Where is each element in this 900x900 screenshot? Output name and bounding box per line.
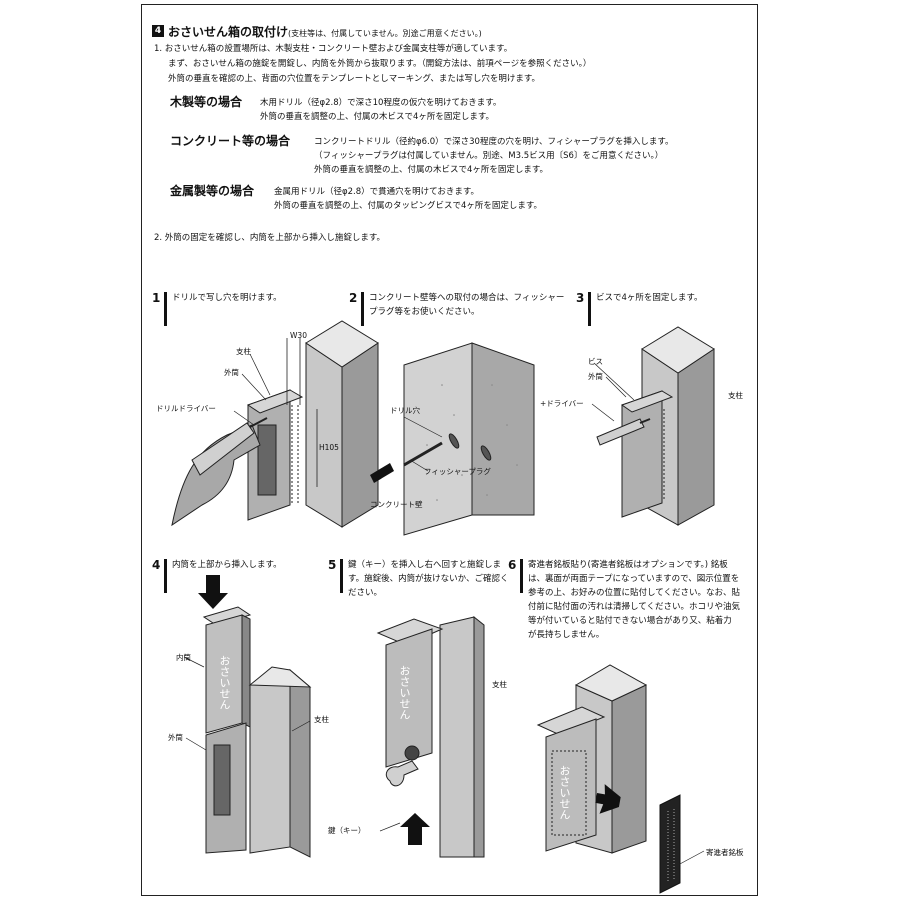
instruction-2: 2. 外筒の固定を確認し、内筒を上部から挿入し施錠します。	[154, 233, 385, 243]
step-3-label-screw: ビス	[588, 357, 603, 366]
step-5-label-key: 鍵（キー）	[328, 826, 366, 835]
keyhole	[404, 745, 420, 761]
step-2-illustration	[370, 342, 535, 536]
inner-lid	[202, 606, 252, 626]
step-3-label-post: 支柱	[728, 391, 743, 400]
hole-2	[480, 445, 492, 461]
intro-line-1: 1. おさいせん箱の設置場所は、木製支柱・コンクリート壁および金属支柱等が適して…	[154, 44, 513, 54]
section-title-text: おさいせん箱の取付け	[168, 25, 289, 39]
key	[385, 760, 419, 787]
step-3-bar	[588, 292, 591, 326]
step-1-label-w30: W30	[290, 331, 307, 340]
section-note: (支柱等は、付属していません。別途ご用意ください。)	[288, 29, 482, 38]
plug	[403, 441, 443, 467]
step-4-box-text: おさいせん	[218, 655, 231, 710]
step-5-text: 鍵（キー）を挿入し右へ回すと施錠します。施錠後、内筒が抜けないか、ご確認ください…	[348, 560, 509, 598]
step-1-label-drill: ドリルドライバー	[156, 404, 216, 413]
right-arrow	[595, 784, 621, 814]
concrete-line-3: 外筒の垂直を調整の上、付属の木ビスで4ヶ所を固定します。	[314, 165, 549, 175]
plate-position	[551, 750, 587, 836]
step-5-number: 5	[328, 558, 337, 572]
wood-line-1: 木用ドリル（径φ2.8）で深さ10程度の仮穴を明けておきます。	[260, 98, 502, 108]
step-4-label-inner: 内筒	[176, 653, 191, 662]
outer-box-window	[257, 424, 277, 496]
step-1-label-h105: H105	[319, 443, 339, 452]
down-arrow	[198, 575, 228, 609]
metal-line-1: 金属用ドリル（径φ2.8）で貫通穴を明けておきます。	[274, 187, 480, 197]
step-1-number: 1	[152, 291, 161, 305]
step-1-text: ドリルで写し穴を明けます。	[172, 293, 282, 303]
step-4-number: 4	[152, 558, 161, 572]
step-6-text: 寄進者銘板貼り(寄進者銘板はオプションです。) 銘板は、裏面が両面テープになって…	[528, 560, 740, 640]
concrete-heading: コンクリート等の場合	[170, 134, 291, 148]
step-1-bar	[164, 292, 167, 326]
arrow	[370, 463, 394, 483]
metal-line-2: 外筒の垂直を調整の上、付属のタッピングビスで4ヶ所を固定します。	[274, 201, 543, 211]
concrete-line-1: コンクリートドリル（径約φ6.0）で深さ30程度の穴を明け、フィシャープラグを挿…	[314, 137, 674, 147]
step-3-label-outer: 外筒	[588, 372, 603, 381]
step-6-label-plate: 寄進者銘板	[706, 848, 744, 857]
step-3-number: 3	[576, 291, 585, 305]
donor-plate	[659, 794, 681, 894]
step-3-illustration	[591, 326, 715, 526]
drill-body	[191, 422, 255, 476]
step-1-label-post: 支柱	[236, 347, 251, 356]
step-2-label-drill-hole: ドリル穴	[390, 406, 420, 415]
step-2-number: 2	[349, 291, 358, 305]
step-5-label-post: 支柱	[492, 680, 507, 689]
up-arrow	[400, 813, 430, 845]
intro-line-3: 外筒の垂直を確認の上、背面の穴位置をテンプレートとしマーキング、または写し穴を明…	[168, 74, 541, 84]
section-title: おさいせん箱の取付け(支柱等は、付属していません。別途ご用意ください。)	[168, 23, 482, 40]
step-1-illustration	[171, 320, 379, 528]
step-2-text: コンクリート壁等への取付の場合は、フィッシャープラグ等をお使いください。	[369, 293, 565, 317]
step-4-illustration	[183, 575, 312, 858]
concrete-line-2: （フィッシャープラグは付属していません。別途、M3.5ビス用〔S6〕をご用意くだ…	[314, 151, 664, 161]
step-3-text: ビスで4ヶ所を固定します。	[596, 293, 703, 303]
hole-1	[448, 433, 460, 449]
step-1-label-outer: 外筒	[224, 368, 239, 377]
step-2-bar	[361, 292, 364, 326]
post-top	[305, 320, 379, 368]
step-3-label-driver: +ドライバー	[540, 399, 584, 408]
step-4-bar	[164, 559, 167, 593]
section-number: 4	[152, 25, 164, 37]
outer-box-top	[246, 389, 304, 414]
wood-heading: 木製等の場合	[170, 95, 243, 109]
step6-box	[545, 718, 597, 852]
drill-bit	[249, 417, 268, 428]
step-6-number: 6	[508, 558, 517, 572]
step-2-label-wall: コンクリート壁	[370, 500, 423, 509]
intro-line-2: まず、おさいせん箱の施錠を開錠し、内筒を外筒から抜取ります。（開錠方法は、前項ペ…	[168, 59, 592, 69]
manual-page: 4 おさいせん箱の取付け(支柱等は、付属していません。別途ご用意ください。) 1…	[141, 4, 758, 896]
step-5-box-text: おさいせん	[398, 665, 411, 720]
step-4-label-post: 支柱	[314, 715, 329, 724]
step-6-box-text: おさいせん	[558, 765, 571, 820]
step-5-illustration	[376, 615, 485, 858]
step-5-bar	[340, 559, 343, 593]
step-4-text: 内筒を上部から挿入します。	[172, 560, 282, 570]
wall-side	[471, 342, 535, 516]
step-2-label-plug: フィッシャープラグ	[424, 467, 491, 476]
wall-texture	[426, 384, 518, 501]
screwdriver	[596, 418, 645, 446]
step5-box	[385, 628, 433, 768]
step-4-label-outer: 外筒	[168, 733, 183, 742]
metal-heading: 金属製等の場合	[170, 184, 255, 198]
step-6-illustration	[536, 664, 705, 894]
step-6-bar	[520, 559, 523, 593]
wood-line-2: 外筒の垂直を調整の上、付属の木ビスで4ヶ所を固定します。	[260, 112, 495, 122]
